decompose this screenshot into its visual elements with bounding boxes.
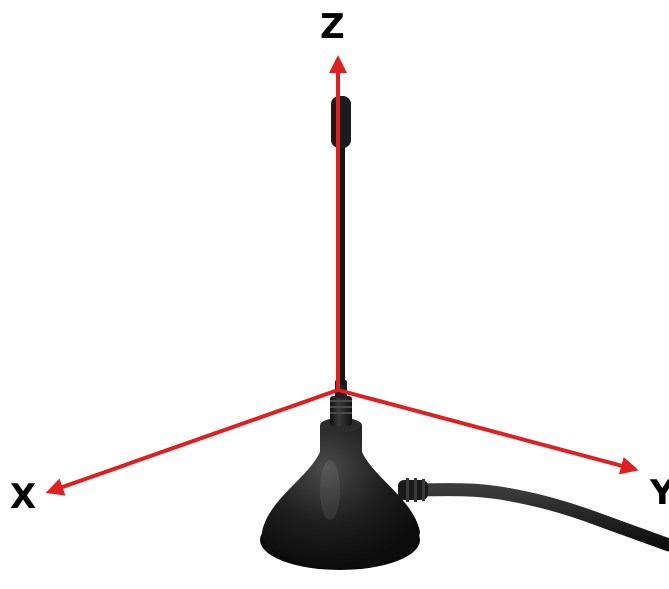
antenna-base <box>260 418 420 570</box>
y-axis-label: Y <box>650 476 669 510</box>
x-axis-arrow <box>54 390 338 490</box>
cable <box>398 478 669 545</box>
antenna-rod <box>331 96 351 385</box>
antenna-connector <box>330 380 352 426</box>
x-axis-label: X <box>10 480 36 514</box>
z-axis-label: Z <box>320 10 345 44</box>
y-axis-arrow <box>338 390 630 468</box>
